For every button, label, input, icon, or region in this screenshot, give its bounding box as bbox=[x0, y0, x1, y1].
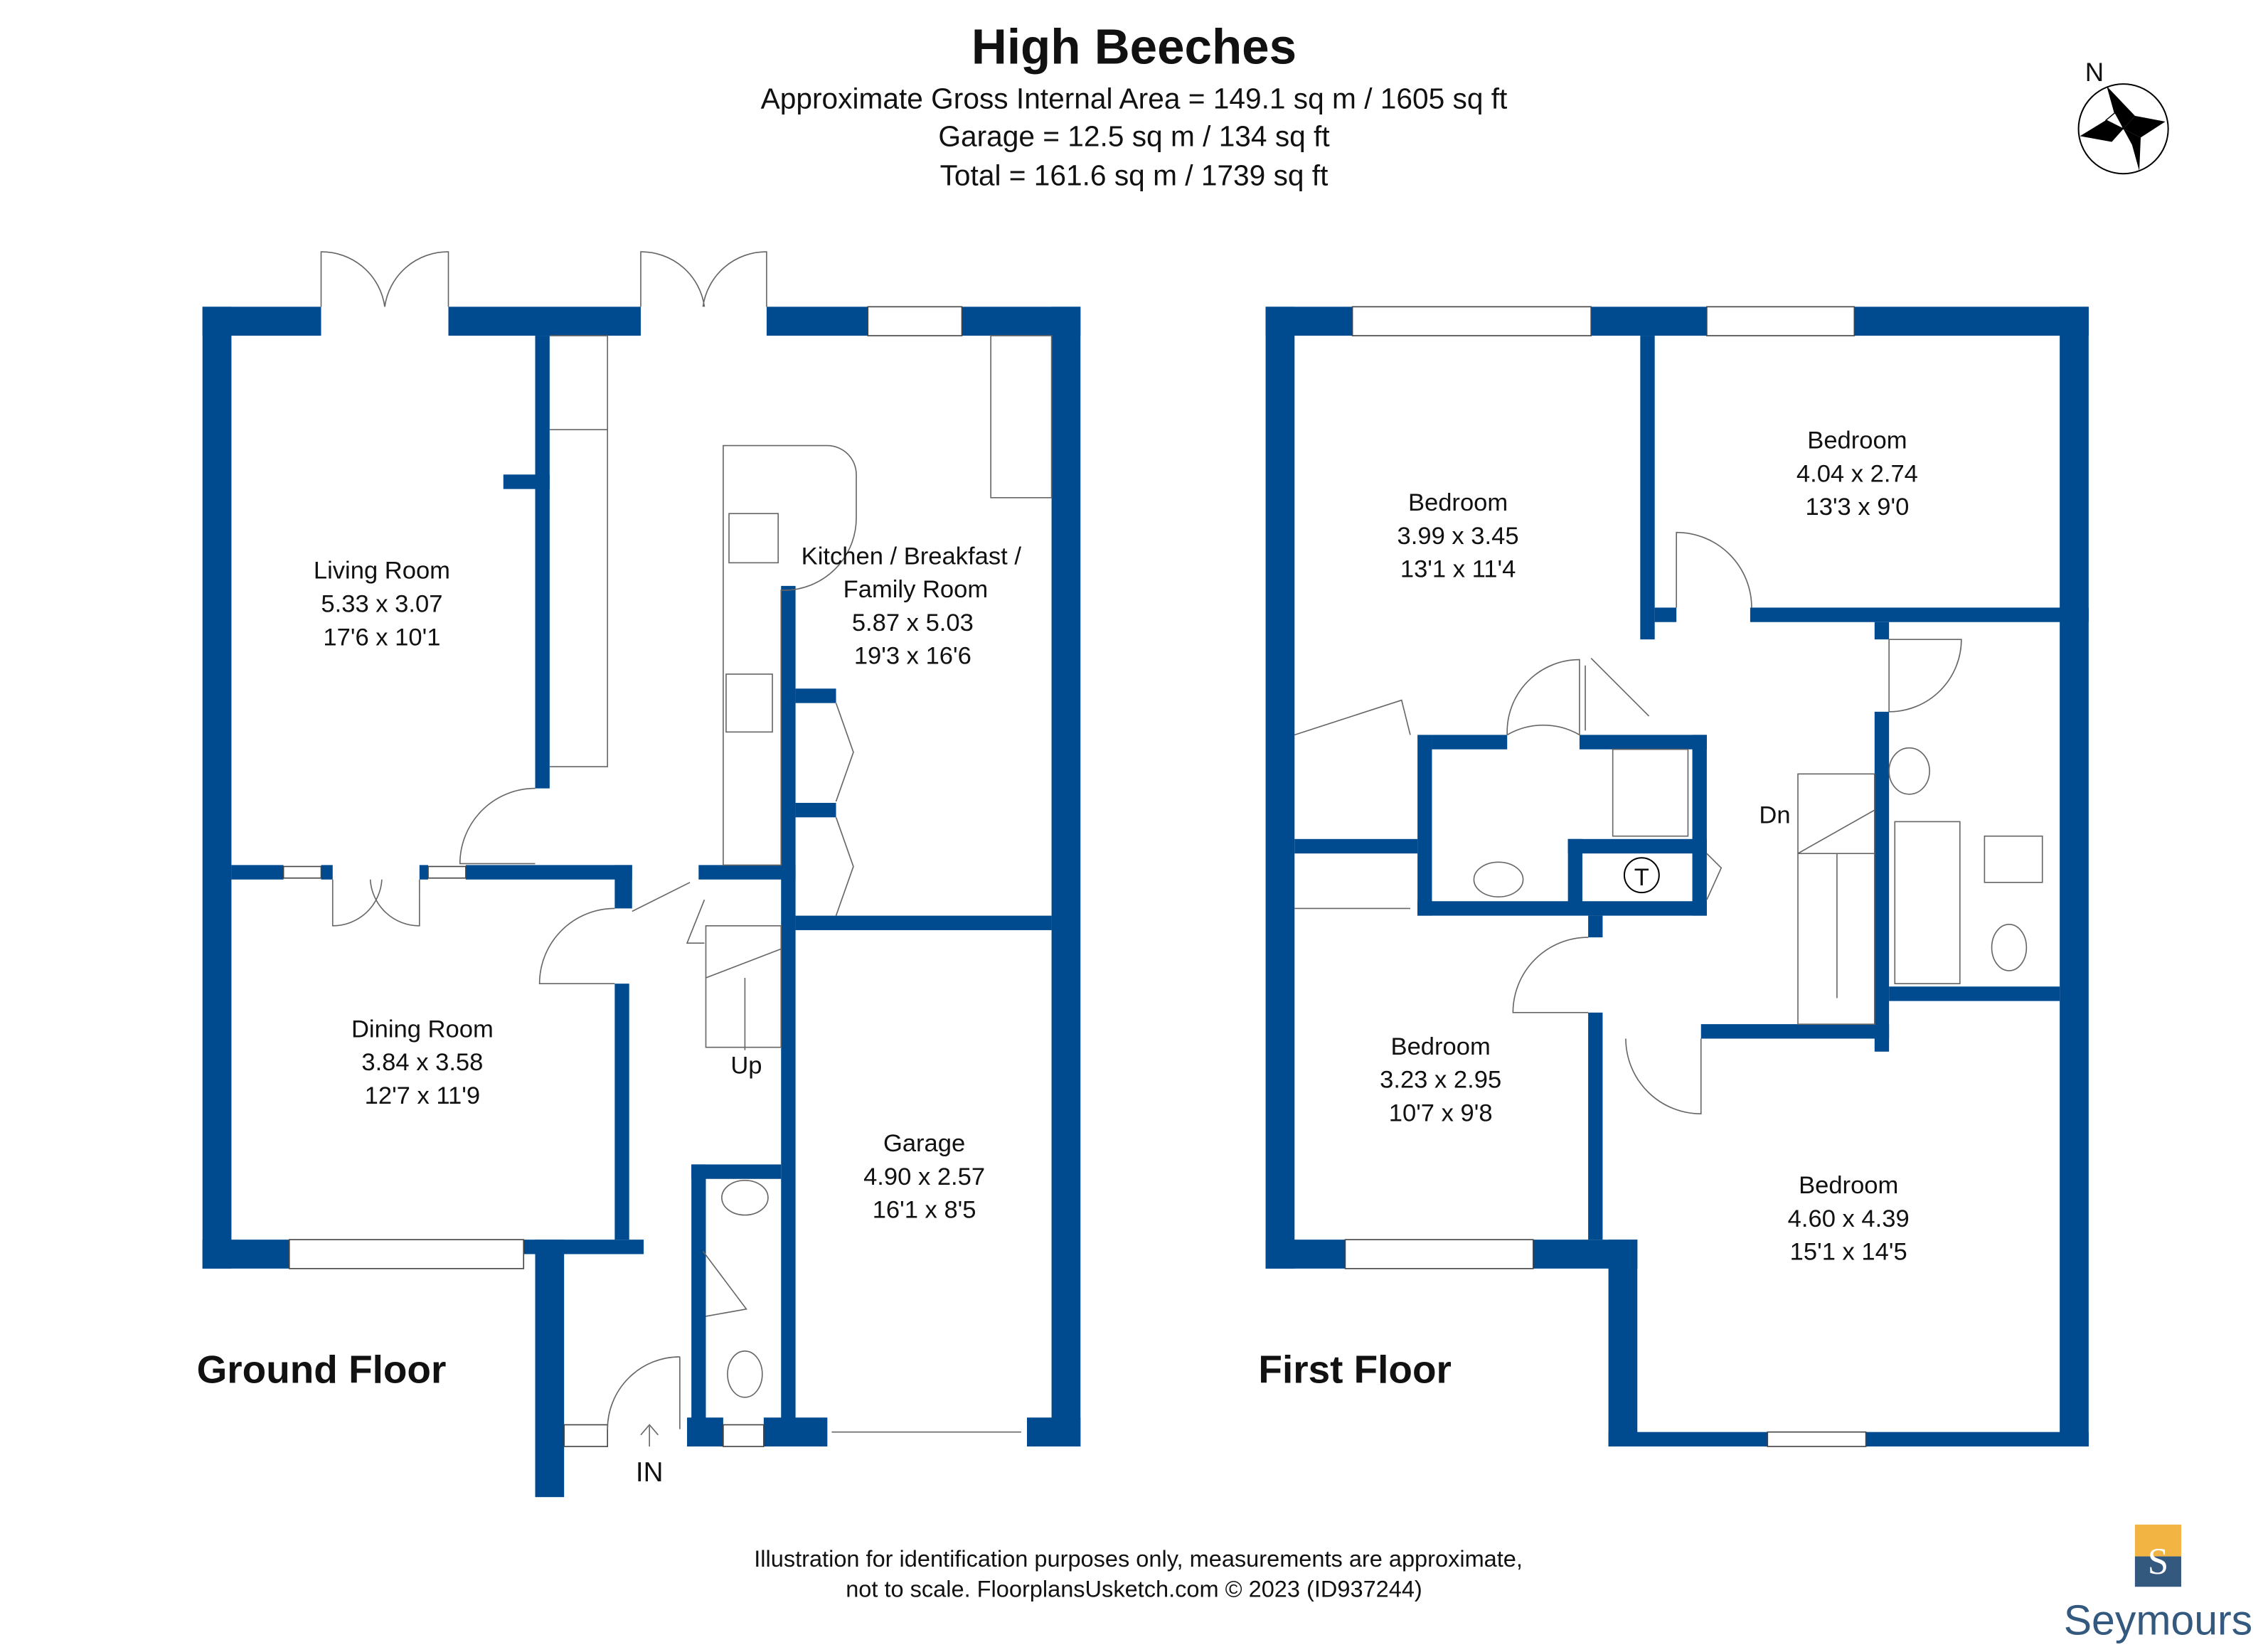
room-metric: 4.04 x 2.74 bbox=[1796, 460, 1918, 487]
room-name: Bedroom bbox=[1391, 1033, 1491, 1060]
room-imperial: 13'1 x 11'4 bbox=[1400, 556, 1516, 583]
room-imperial: 13'3 x 9'0 bbox=[1806, 494, 1910, 521]
title: High Beeches bbox=[971, 19, 1297, 75]
room-name: Bedroom bbox=[1807, 427, 1907, 454]
ground-floor-labels: Living Room 5.33 x 3.07 17'6 x 10'1 Kitc… bbox=[197, 543, 1022, 1487]
compass-icon: N bbox=[2077, 58, 2169, 175]
room-metric: 3.99 x 3.45 bbox=[1397, 523, 1519, 550]
ground-floor-walls bbox=[202, 307, 1081, 1498]
north-label: N bbox=[2085, 58, 2104, 87]
room-name: Kitchen / Breakfast / bbox=[802, 543, 1022, 570]
room-name: Living Room bbox=[314, 558, 450, 585]
ground-floor-fixtures bbox=[282, 251, 1053, 1447]
room-metric: 4.90 x 2.57 bbox=[863, 1163, 985, 1190]
copyright-line: not to scale. FloorplansUsketch.com © 20… bbox=[846, 1577, 1422, 1602]
room-name: Garage bbox=[883, 1130, 965, 1157]
entrance-label: IN bbox=[636, 1457, 664, 1488]
seymours-logo: S Seymours bbox=[2064, 1524, 2252, 1643]
first-floor-walls bbox=[1265, 307, 2089, 1447]
disclaimer-line: Illustration for identification purposes… bbox=[754, 1546, 1523, 1572]
logo-name: Seymours bbox=[2064, 1597, 2252, 1643]
first-floor-fixtures: T bbox=[1294, 306, 2043, 1447]
room-name: Dining Room bbox=[351, 1016, 494, 1043]
room-metric: 3.23 x 2.95 bbox=[1380, 1067, 1501, 1094]
room-imperial: 10'7 x 9'8 bbox=[1389, 1099, 1493, 1126]
garage-area-line: Garage = 12.5 sq m / 134 sq ft bbox=[938, 120, 1329, 153]
room-name: Family Room bbox=[843, 576, 989, 603]
room-imperial: 12'7 x 11'9 bbox=[365, 1082, 480, 1109]
room-imperial: 17'6 x 10'1 bbox=[323, 624, 440, 651]
room-imperial: 16'1 x 8'5 bbox=[873, 1197, 976, 1224]
total-area-line: Total = 161.6 sq m / 1739 sq ft bbox=[940, 159, 1329, 192]
room-name: Bedroom bbox=[1408, 489, 1508, 516]
stairs-label: Dn bbox=[1759, 801, 1790, 828]
room-metric: 5.33 x 3.07 bbox=[321, 590, 442, 617]
stairs-label: Up bbox=[730, 1052, 762, 1079]
first-floor-labels: Bedroom 3.99 x 3.45 13'1 x 11'4 Bedroom … bbox=[1258, 427, 1918, 1392]
floor-label: Ground Floor bbox=[197, 1348, 447, 1392]
logo-letter: S bbox=[2148, 1541, 2168, 1582]
room-imperial: 15'1 x 14'5 bbox=[1790, 1239, 1907, 1266]
cupboard-label: T bbox=[1634, 864, 1649, 891]
area-line: Approximate Gross Internal Area = 149.1 … bbox=[761, 82, 1508, 115]
room-imperial: 19'3 x 16'6 bbox=[854, 643, 971, 670]
room-metric: 4.60 x 4.39 bbox=[1788, 1205, 1910, 1232]
entrance-arrow-icon bbox=[640, 1424, 659, 1447]
floor-label: First Floor bbox=[1258, 1348, 1451, 1392]
room-name: Bedroom bbox=[1799, 1172, 1898, 1199]
room-metric: 5.87 x 5.03 bbox=[852, 609, 974, 636]
room-metric: 3.84 x 3.58 bbox=[361, 1049, 483, 1076]
